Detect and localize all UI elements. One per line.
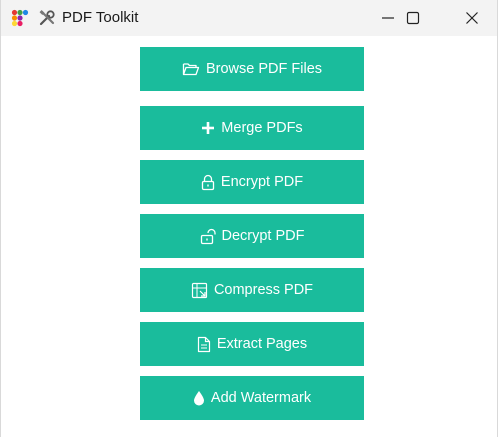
extract-pages-button[interactable]: Extract Pages: [140, 322, 364, 366]
app-dots-icon: [11, 9, 29, 27]
button-label: Browse PDF Files: [205, 61, 323, 77]
title-bar[interactable]: PDF Toolkit: [1, 0, 497, 36]
button-label: Extract Pages: [216, 336, 308, 352]
merge-pdfs-button[interactable]: Merge PDFs: [140, 106, 364, 150]
lock-icon: [201, 174, 215, 190]
button-label: Encrypt PDF: [220, 174, 304, 190]
compress-icon: [191, 282, 208, 298]
droplet-icon: [193, 391, 204, 406]
maximize-button[interactable]: [390, 0, 436, 36]
button-label: Compress PDF: [213, 282, 314, 298]
minimize-button[interactable]: [365, 0, 411, 36]
decrypt-pdf-button[interactable]: Decrypt PDF: [140, 214, 364, 258]
minimize-icon: [382, 17, 394, 19]
tools-icon: [39, 10, 55, 26]
unlock-icon: [200, 228, 216, 244]
browse-pdf-files-button[interactable]: Browse PDF Files: [140, 47, 364, 91]
encrypt-pdf-button[interactable]: Encrypt PDF: [140, 160, 364, 204]
add-watermark-button[interactable]: Add Watermark: [140, 376, 364, 420]
window-title: PDF Toolkit: [62, 9, 139, 26]
plus-icon: [202, 122, 215, 134]
button-label: Merge PDFs: [221, 120, 303, 136]
close-button[interactable]: [449, 0, 495, 36]
close-icon: [466, 12, 478, 24]
button-label: Add Watermark: [210, 390, 312, 406]
maximize-icon: [406, 11, 420, 25]
compress-pdf-button[interactable]: Compress PDF: [140, 268, 364, 312]
file-icon: [197, 336, 210, 352]
button-label: Decrypt PDF: [221, 228, 305, 244]
folder-open-icon: [182, 63, 200, 76]
